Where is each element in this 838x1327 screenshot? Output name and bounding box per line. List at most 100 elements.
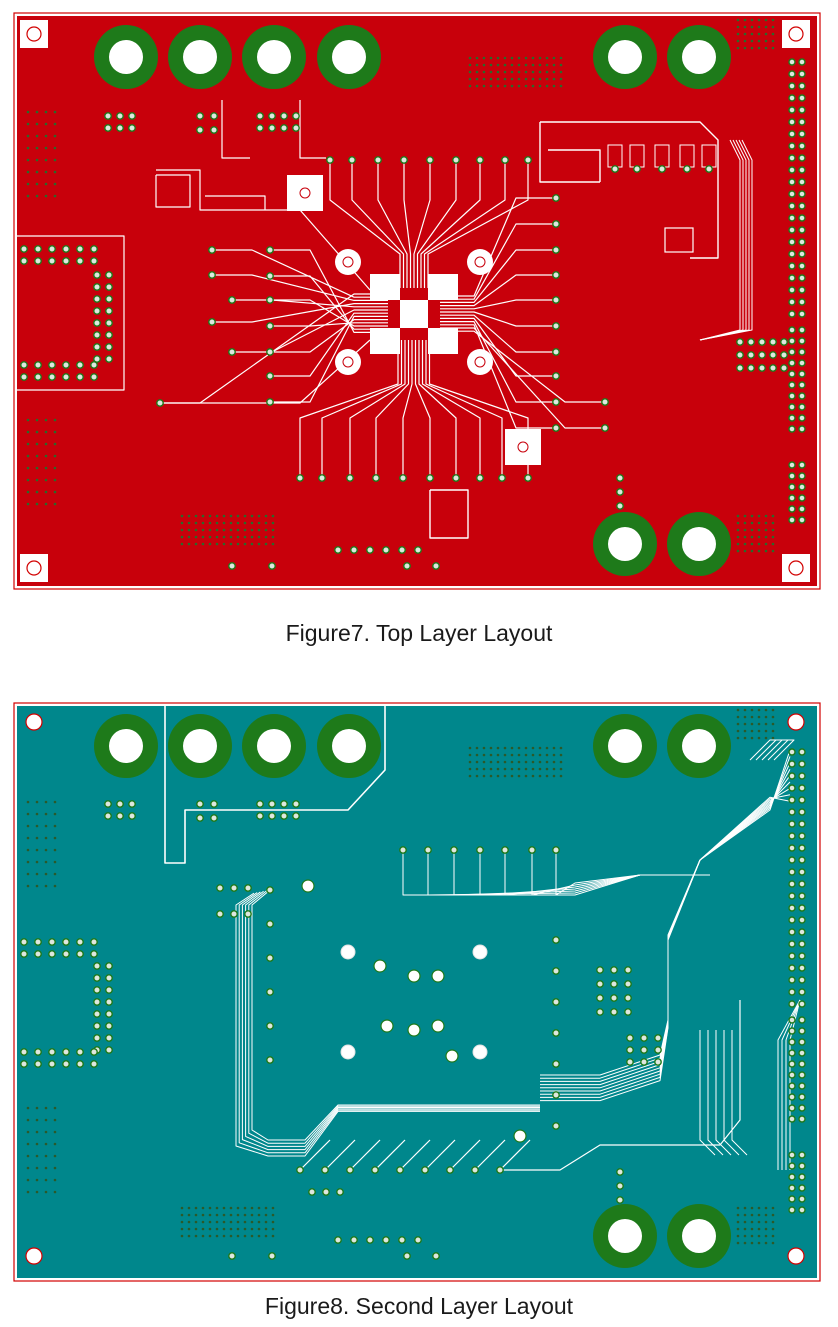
stitch-via xyxy=(475,774,479,778)
stitch-via xyxy=(26,442,30,446)
thermal-drill xyxy=(474,356,486,368)
stitch-via xyxy=(180,1213,184,1217)
trace xyxy=(402,340,413,478)
via xyxy=(216,884,224,892)
via xyxy=(788,1115,796,1123)
stitch-via xyxy=(35,1130,39,1134)
via xyxy=(62,361,70,369)
stitch-via xyxy=(771,46,775,50)
stitch-via xyxy=(180,521,184,525)
stitch-via xyxy=(222,1213,226,1217)
via xyxy=(48,938,56,946)
via xyxy=(798,70,806,78)
stitch-via xyxy=(44,490,48,494)
via xyxy=(788,1173,796,1181)
via xyxy=(20,245,28,253)
drill-hole xyxy=(183,729,217,763)
stitch-via xyxy=(736,535,740,539)
stitch-via xyxy=(750,542,754,546)
via xyxy=(798,1184,806,1192)
stitch-via xyxy=(264,1206,268,1210)
stitch-via xyxy=(517,753,521,757)
drill-hole xyxy=(608,729,642,763)
stitch-via xyxy=(243,1227,247,1231)
thermal-drill xyxy=(342,356,354,368)
stitch-via xyxy=(482,77,486,81)
via xyxy=(228,296,236,304)
via xyxy=(116,124,124,132)
stitch-via xyxy=(35,502,39,506)
via xyxy=(788,1060,796,1068)
via xyxy=(93,1010,101,1018)
stitch-via xyxy=(468,56,472,60)
stitch-via xyxy=(538,774,542,778)
stitch-via xyxy=(482,84,486,88)
stitch-via xyxy=(531,84,535,88)
stitch-via xyxy=(208,514,212,518)
via xyxy=(798,381,806,389)
stitch-via xyxy=(489,767,493,771)
stitch-via xyxy=(26,170,30,174)
via xyxy=(116,112,124,120)
via xyxy=(266,348,274,356)
via xyxy=(780,351,788,359)
via xyxy=(266,296,274,304)
stitch-via xyxy=(743,715,747,719)
via xyxy=(788,820,796,828)
stitch-via xyxy=(53,430,57,434)
trace xyxy=(299,1139,331,1171)
trace xyxy=(416,160,457,288)
trace xyxy=(440,249,556,303)
stitch-via xyxy=(524,767,528,771)
via xyxy=(705,165,713,173)
via xyxy=(20,938,28,946)
stitch-via xyxy=(743,32,747,36)
via xyxy=(616,502,624,510)
thermal-drill xyxy=(340,944,356,960)
via xyxy=(228,348,236,356)
via xyxy=(798,494,806,502)
via xyxy=(616,488,624,496)
stitch-via xyxy=(257,1206,261,1210)
trace xyxy=(212,274,388,301)
stitch-via xyxy=(736,1227,740,1231)
via xyxy=(788,1184,796,1192)
stitch-via xyxy=(35,1106,39,1110)
trace xyxy=(425,340,503,478)
stitch-via xyxy=(736,729,740,733)
via xyxy=(256,812,264,820)
trace xyxy=(429,489,469,539)
via xyxy=(450,846,458,854)
stitch-via xyxy=(236,521,240,525)
trace xyxy=(723,1030,740,1156)
stitch-via xyxy=(468,84,472,88)
stitch-via xyxy=(771,1227,775,1231)
drill-hole xyxy=(109,40,143,74)
via xyxy=(788,928,796,936)
stitch-via xyxy=(503,77,507,81)
trace xyxy=(413,160,431,288)
trace xyxy=(351,160,405,288)
via xyxy=(788,166,796,174)
stitch-via xyxy=(53,812,57,816)
stitch-via xyxy=(53,122,57,126)
via xyxy=(769,338,777,346)
stitch-via xyxy=(545,56,549,60)
drill-hole xyxy=(183,40,217,74)
via xyxy=(228,1252,236,1260)
trace xyxy=(321,340,403,478)
stitch-via xyxy=(510,63,514,67)
via xyxy=(788,904,796,912)
via xyxy=(34,1060,42,1068)
stitch-via xyxy=(271,1234,275,1238)
via xyxy=(48,950,56,958)
trace xyxy=(699,1030,716,1156)
via xyxy=(414,1236,422,1244)
stitch-via xyxy=(489,746,493,750)
stitch-via xyxy=(26,418,30,422)
stitch-via xyxy=(757,736,761,740)
trace xyxy=(329,160,401,288)
stitch-via xyxy=(264,1234,268,1238)
stitch-via xyxy=(736,1213,740,1217)
stitch-via xyxy=(771,1241,775,1245)
